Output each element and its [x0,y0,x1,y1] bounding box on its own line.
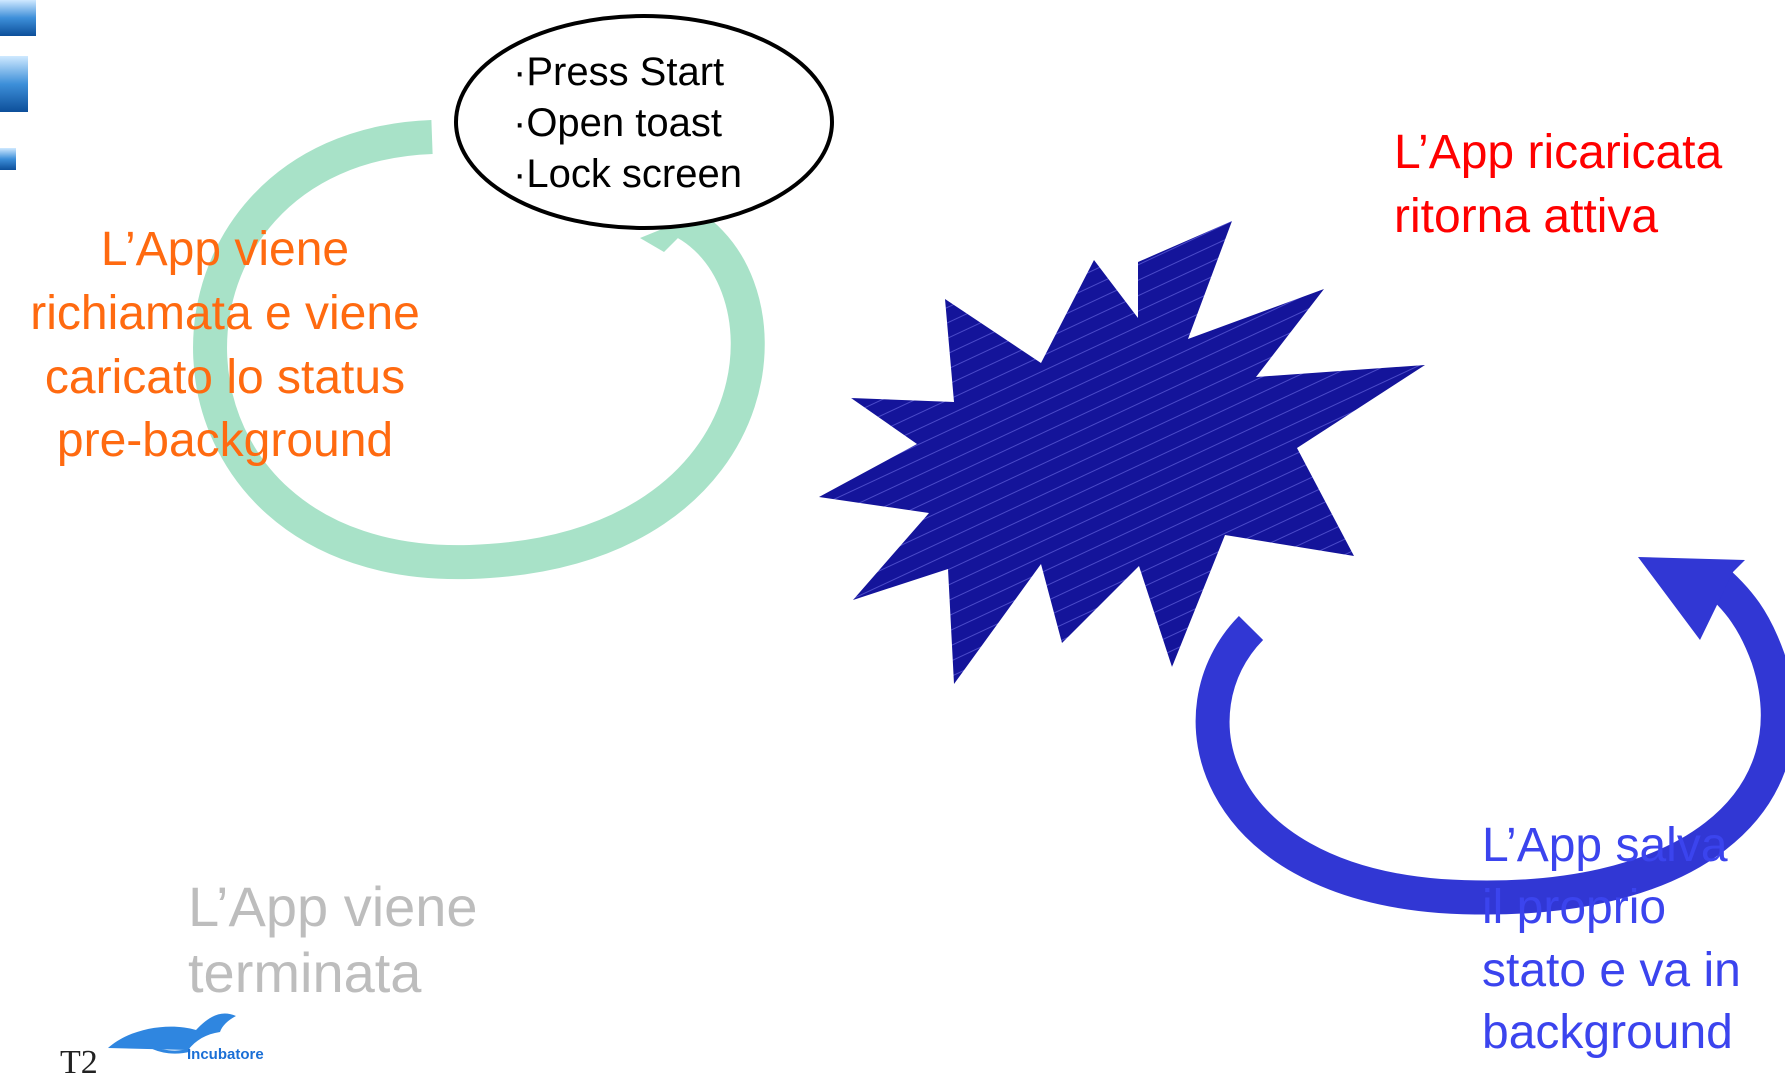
logo-mark: T2 [60,1046,98,1080]
starburst-shape [819,221,1425,684]
action-item: ·Lock screen [513,149,742,200]
reloaded-line: ritorna attiva [1394,185,1722,249]
recalled-line: caricato lo status [0,346,450,410]
recalled-line: L’App viene [0,218,450,282]
saves-label: L’App salva il proprio stato e va in bac… [1482,815,1741,1065]
recalled-label: L’App viene richiamata e viene caricato … [0,218,450,473]
corner-decoration [0,0,36,170]
saves-line: L’App salva [1482,815,1741,877]
terminated-line: terminata [188,940,478,1006]
logo-text: Incubatore [187,1046,264,1063]
recalled-line: richiamata e viene [0,282,450,346]
saves-line: il proprio [1482,877,1741,939]
reloaded-label: L’App ricaricata ritorna attiva [1394,121,1722,249]
recalled-line: pre-background [0,409,450,473]
terminated-line: L’App viene [188,874,478,940]
action-item: ·Press Start [513,47,742,98]
action-item: ·Open toast [513,98,742,149]
action-list: ·Press Start ·Open toast ·Lock screen [513,47,742,201]
terminated-label: L’App viene terminata [188,874,478,1006]
reloaded-line: L’App ricaricata [1394,121,1722,185]
saves-line: stato e va in [1482,940,1741,1002]
saves-line: background [1482,1002,1741,1064]
